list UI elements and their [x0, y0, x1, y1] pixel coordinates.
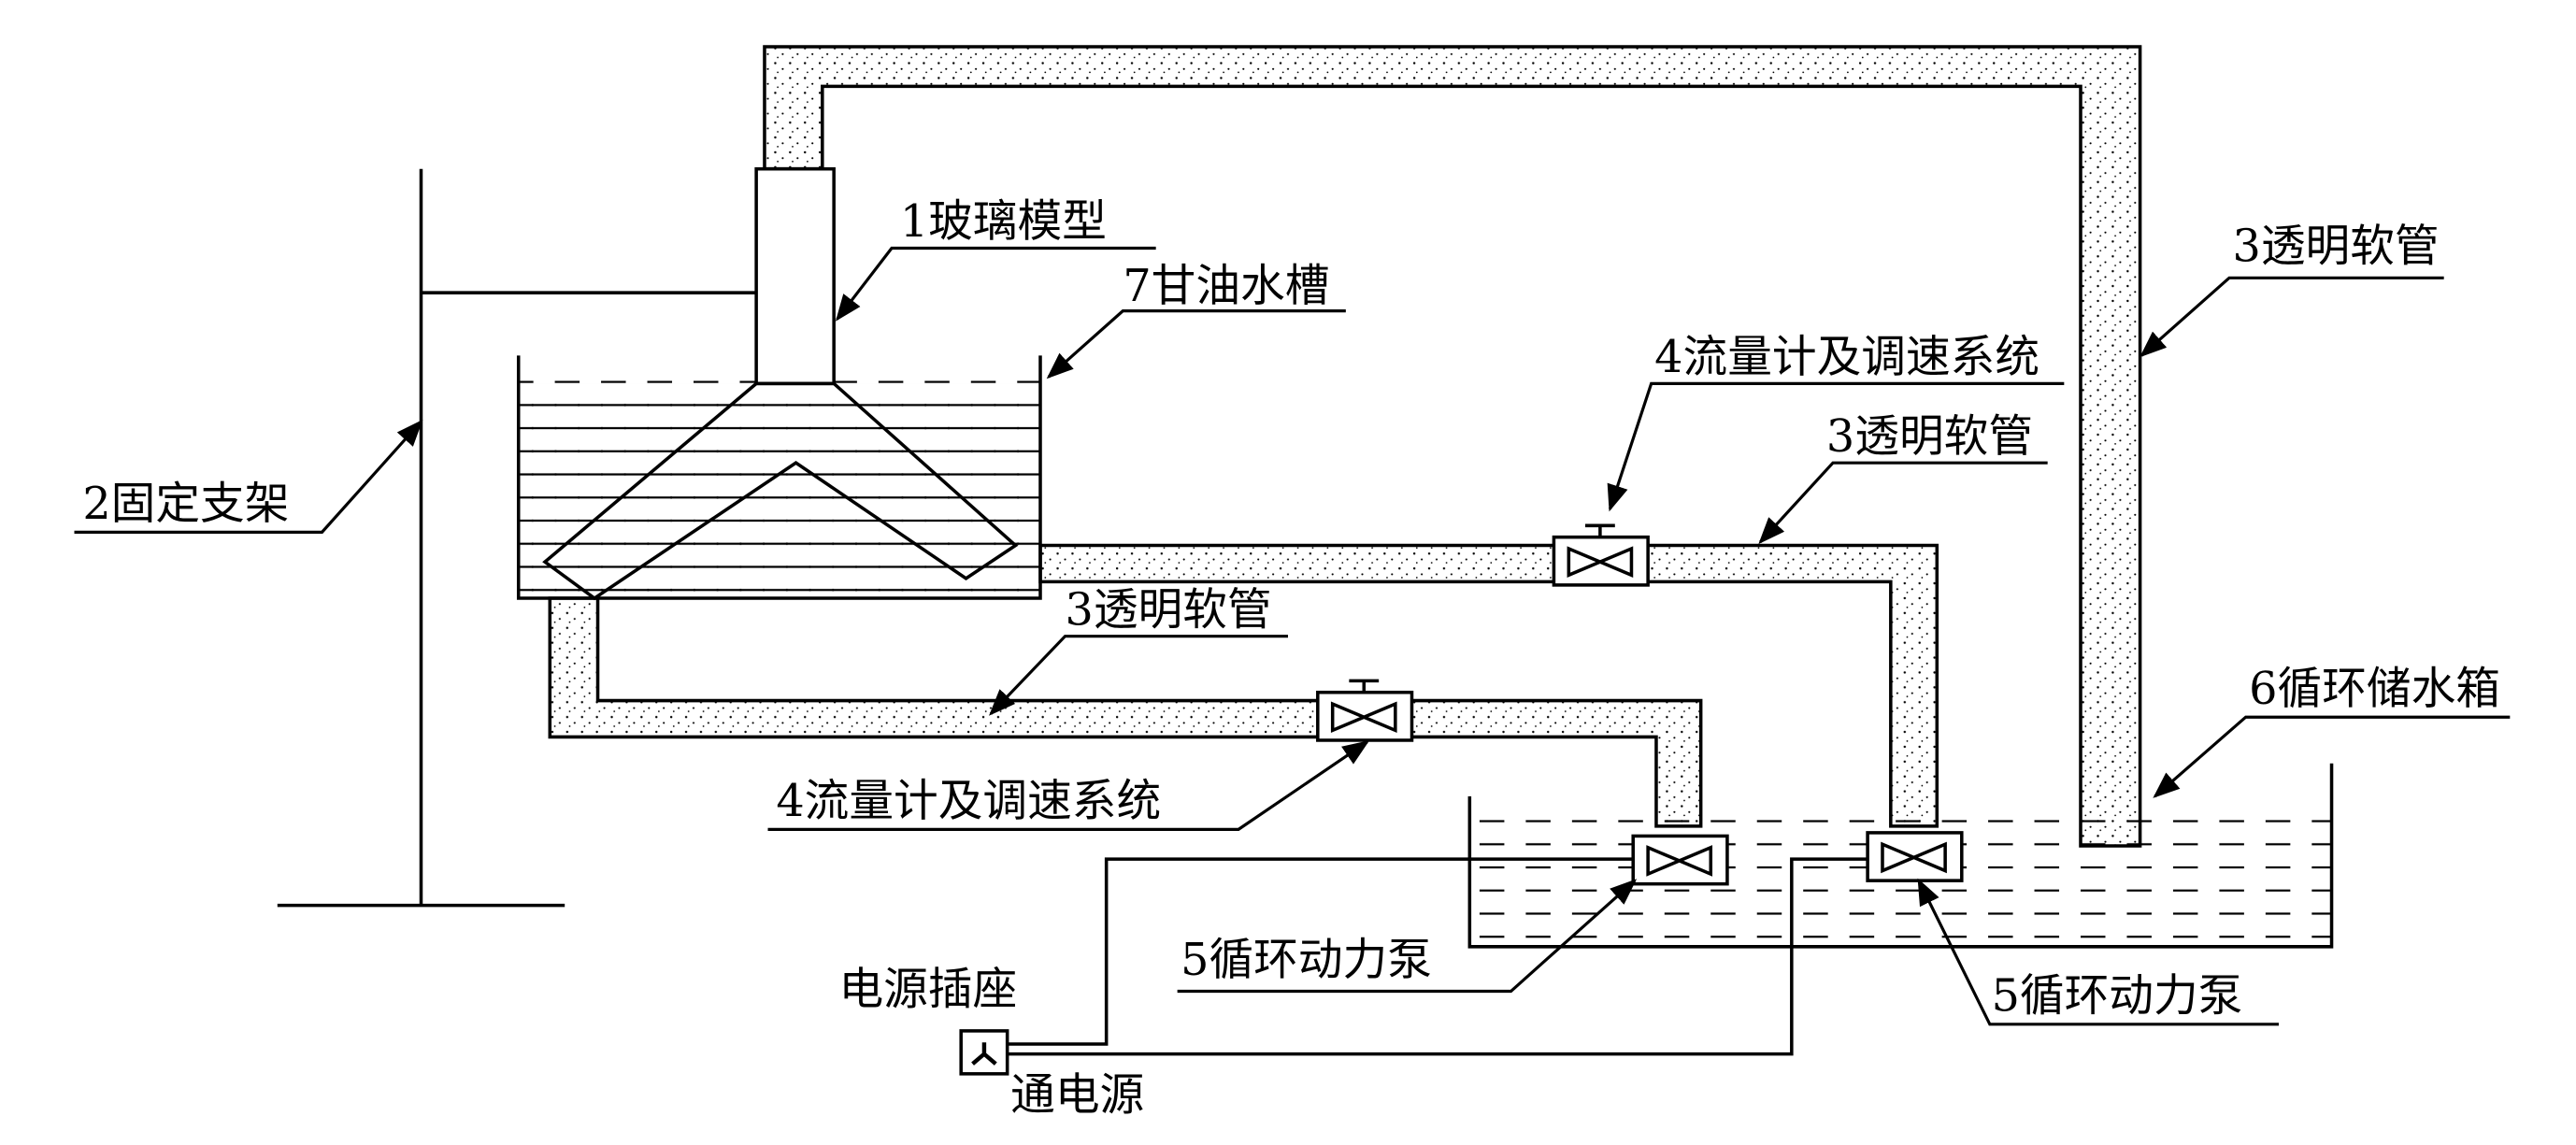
- labels: 1玻璃模型 7甘油水槽 2固定支架 3透明软管 4流量计及调速系统 3透明软管 …: [82, 196, 2500, 1122]
- label-pump-right: 5循环动力泵: [1992, 971, 2243, 1023]
- power-socket-icon: [959, 1029, 1009, 1076]
- glycerin-tank: [516, 355, 1042, 600]
- pump-icon: [1866, 831, 1964, 882]
- label-glycerin-tank: 7甘油水槽: [1123, 261, 1329, 312]
- label-hose-mid: 3透明软管: [1826, 411, 2033, 463]
- label-power-on: 通电源: [1010, 1070, 1144, 1122]
- label-flow-bottom: 4流量计及调速系统: [776, 776, 1161, 827]
- glass-model: [542, 166, 1019, 601]
- label-fixed-bracket: 2固定支架: [82, 479, 289, 530]
- label-flow-top: 4流量计及调速系统: [1654, 332, 2039, 383]
- flow-meter-icon: [1316, 679, 1414, 742]
- pump-icon: [1631, 834, 1729, 886]
- label-pump-left: 5循环动力泵: [1181, 935, 1432, 986]
- label-glass-model: 1玻璃模型: [900, 196, 1107, 248]
- fixed-bracket: [277, 168, 757, 908]
- label-storage-tank: 6循环储水箱: [2249, 664, 2500, 715]
- leader-arrow-icon: [74, 246, 2511, 1026]
- label-hose-low: 3透明软管: [1066, 584, 1272, 636]
- label-hose-right: 3透明软管: [2233, 222, 2440, 273]
- label-socket: 电源插座: [838, 965, 1017, 1016]
- power-wires: [1007, 857, 1868, 1056]
- flow-meter-icon: [1552, 523, 1650, 587]
